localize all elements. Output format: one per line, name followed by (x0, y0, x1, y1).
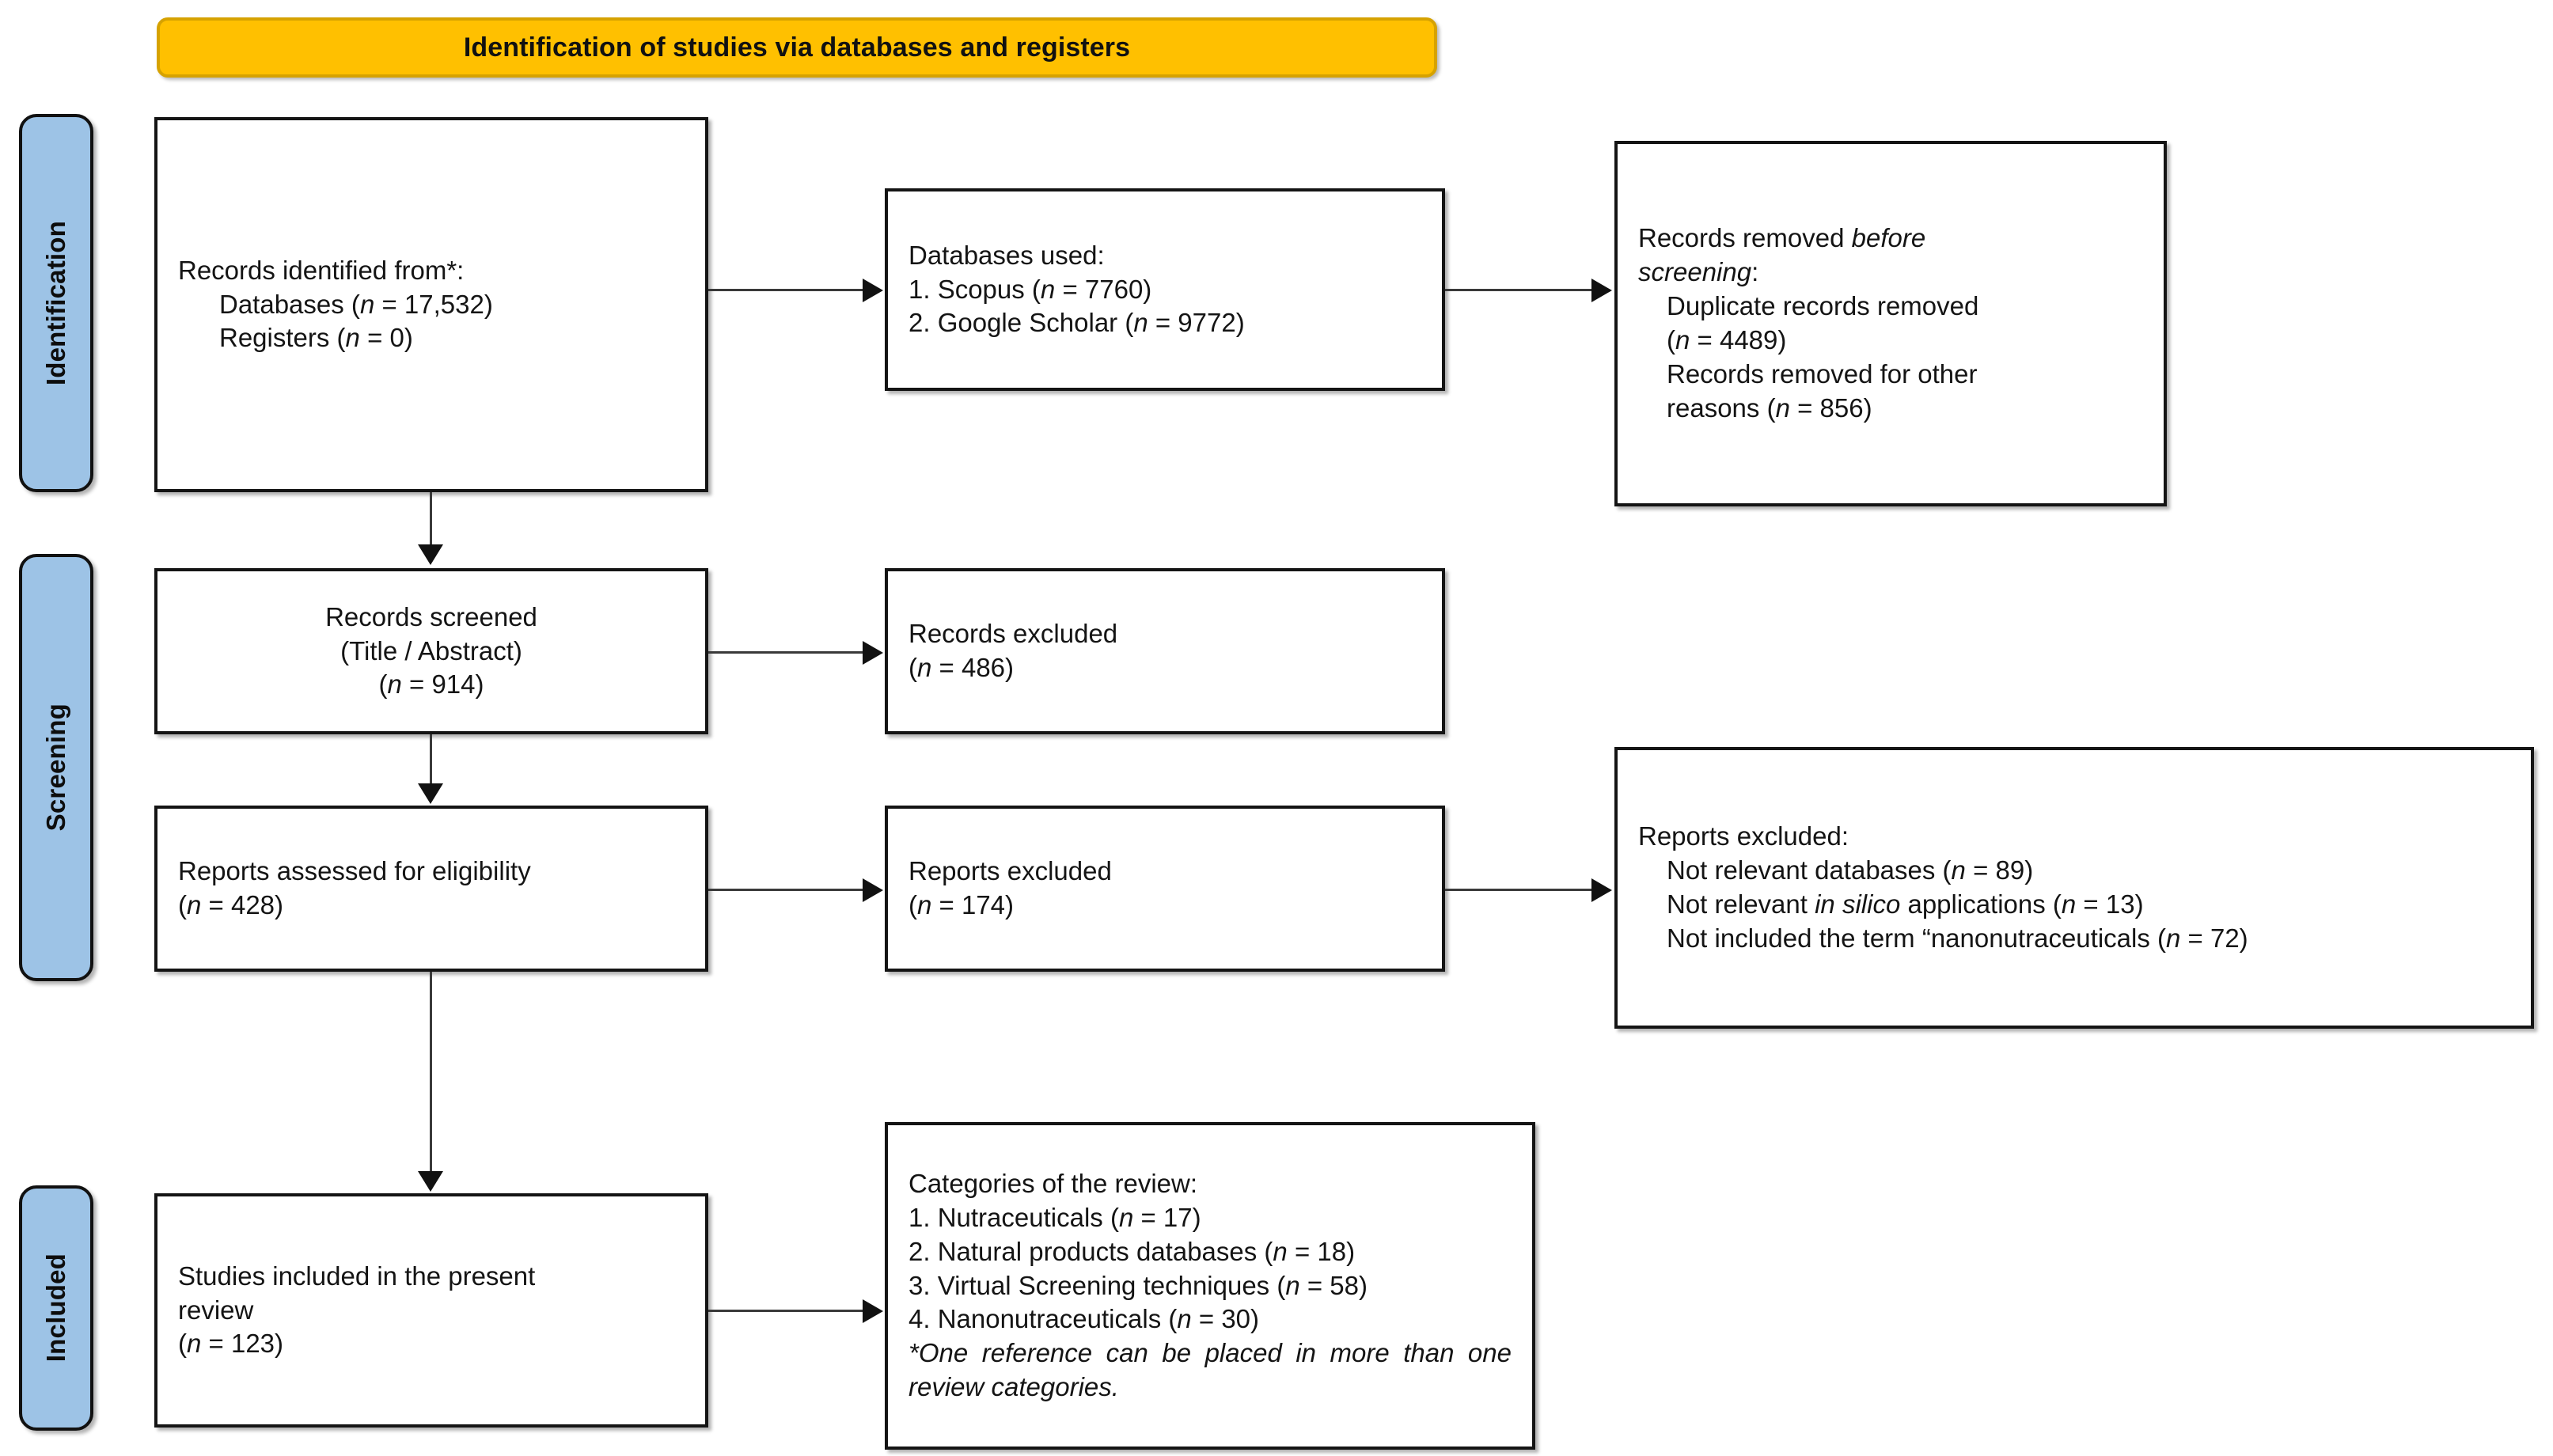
connector-reports-excluded-to-reasons (1445, 889, 1592, 891)
studies-included-line1: Studies included in the present (178, 1261, 536, 1291)
reports-excluded-reason-in-silico: Not relevant in silico applications (n =… (1667, 889, 2144, 919)
box-records-identified: Records identified from*: Databases (n =… (154, 117, 708, 492)
connector-identified-to-databases (708, 289, 863, 291)
stage-label-identification-text: Identification (41, 220, 70, 386)
connector-eligibility-to-included (430, 972, 432, 1171)
reports-excluded-line1: Reports excluded (909, 856, 1112, 886)
reports-assessed-count: (n = 428) (178, 890, 284, 919)
stage-label-included-text: Included (41, 1253, 70, 1363)
studies-included-count: (n = 123) (178, 1329, 284, 1359)
connector-eligibility-to-reports-excluded (708, 889, 863, 891)
arrowhead-screened-to-records-excluded (863, 641, 883, 665)
arrowhead-identified-to-databases (863, 279, 883, 302)
arrowhead-eligibility-to-included (418, 1171, 443, 1192)
stage-label-included: Included (19, 1185, 93, 1431)
box-databases-used: Databases used: 1. Scopus (n = 7760) 2. … (885, 188, 1445, 391)
databases-used-line1: Databases used: (909, 240, 1105, 270)
review-categories-footnote: *One reference can be placed in more tha… (909, 1338, 1519, 1402)
stage-label-screening-text: Screening (41, 703, 70, 832)
records-removed-other: Records removed for other (1667, 358, 1978, 389)
box-reports-excluded-reasons: Reports excluded: Not relevant databases… (1614, 747, 2534, 1029)
stage-label-identification: Identification (19, 114, 93, 492)
records-identified-databases: Databases (n = 17,532) (219, 289, 493, 319)
arrowhead-databases-to-removed (1591, 279, 1612, 302)
records-screened-line1: Records screened (325, 601, 537, 631)
banner-title: Identification of studies via databases … (463, 32, 1131, 63)
arrowhead-screened-to-eligibility (418, 783, 443, 804)
review-category-nanonutraceuticals: 4. Nanonutraceuticals (n = 30) (909, 1304, 1260, 1334)
connector-screened-to-records-excluded (708, 651, 863, 654)
box-reports-excluded: Reports excluded (n = 174) (885, 806, 1445, 972)
review-categories-line1: Categories of the review: (909, 1168, 1198, 1198)
arrowhead-identified-to-screened (418, 544, 443, 565)
records-excluded-count: (n = 486) (909, 653, 1015, 682)
box-review-categories: Categories of the review: 1. Nutraceutic… (885, 1122, 1535, 1450)
arrowhead-included-to-categories (863, 1299, 883, 1323)
diagram-header-banner: Identification of studies via databases … (157, 17, 1437, 78)
box-studies-included: Studies included in the present review (… (154, 1193, 708, 1428)
box-records-removed-before-screening: Records removed before screening: Duplic… (1614, 141, 2167, 506)
reports-excluded-reason-term: Not included the term “nanonutraceutical… (1667, 923, 2248, 953)
box-records-screened: Records screened (Title / Abstract) (n =… (154, 568, 708, 734)
connector-identified-to-screened (430, 492, 432, 544)
connector-screened-to-eligibility (430, 734, 432, 783)
records-screened-count: (n = 914) (378, 669, 484, 700)
databases-used-scopus: 1. Scopus (n = 7760) (909, 274, 1152, 304)
records-removed-line1: Records removed before (1638, 223, 1926, 253)
stage-label-screening: Screening (19, 554, 93, 981)
records-removed-duplicates-n: (n = 4489) (1667, 325, 1787, 355)
connector-databases-to-removed (1445, 289, 1592, 291)
records-removed-line2: screening: (1638, 257, 1759, 287)
box-reports-assessed-eligibility: Reports assessed for eligibility (n = 42… (154, 806, 708, 972)
records-identified-registers: Registers (n = 0) (219, 323, 413, 353)
reports-assessed-line1: Reports assessed for eligibility (178, 856, 531, 886)
review-category-virtual-screening: 3. Virtual Screening techniques (n = 58) (909, 1270, 1368, 1300)
records-excluded-line1: Records excluded (909, 619, 1118, 649)
databases-used-google-scholar: 2. Google Scholar (n = 9772) (909, 308, 1245, 338)
arrowhead-eligibility-to-reports-excluded (863, 878, 883, 902)
records-screened-line2: (Title / Abstract) (340, 635, 522, 665)
records-removed-other-n: reasons (n = 856) (1667, 392, 1872, 423)
review-category-nutraceuticals: 1. Nutraceuticals (n = 17) (909, 1202, 1201, 1232)
studies-included-line2: review (178, 1295, 254, 1325)
connector-included-to-categories (708, 1310, 863, 1312)
records-removed-duplicates: Duplicate records removed (1667, 291, 1979, 321)
review-category-natural-products-databases: 2. Natural products databases (n = 18) (909, 1236, 1356, 1266)
reports-excluded-reason-databases: Not relevant databases (n = 89) (1667, 855, 2034, 885)
records-identified-line1: Records identified from*: (178, 255, 465, 285)
reports-excluded-reasons-line1: Reports excluded: (1638, 821, 1849, 851)
box-records-excluded: Records excluded (n = 486) (885, 568, 1445, 734)
reports-excluded-count: (n = 174) (909, 890, 1015, 919)
arrowhead-reports-excluded-to-reasons (1591, 878, 1612, 902)
